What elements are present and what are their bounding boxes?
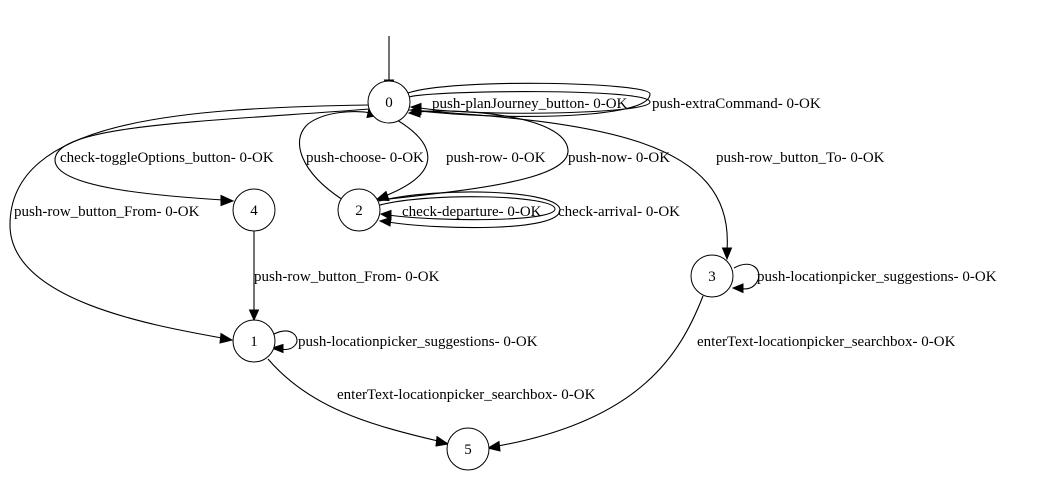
edge-label-0-1: push-row_button_From- 0-OK: [14, 204, 200, 220]
edge-0-2-row: push-row- 0-OK: [374, 119, 546, 202]
edge-2-2-arrival: check-arrival- 0-OK: [378, 191, 680, 229]
state-node-label: 1: [250, 334, 258, 350]
state-node-label: 2: [355, 203, 363, 219]
edge-2-2-departure: check-departure- 0-OK: [379, 196, 556, 221]
state-node-label: 4: [250, 203, 258, 219]
edge-label-0-0-planjourney: push-planJourney_button- 0-OK: [432, 96, 628, 112]
edge-3-3: push-locationpicker_suggestions- 0-OK: [731, 263, 997, 294]
edge-label-0-4: check-toggleOptions_button- 0-OK: [60, 150, 274, 166]
state-node-label: 0: [385, 95, 393, 111]
edge-label-2-0-choose: push-choose- 0-OK: [306, 150, 424, 166]
edge-3-5: enterText-locationpicker_searchbox- 0-OK: [486, 295, 956, 452]
state-node-1: 1: [232, 319, 276, 363]
edge-label-0-2-row: push-row- 0-OK: [446, 150, 546, 166]
edge-0-3: push-row_button_To- 0-OK: [408, 109, 885, 261]
edge-label-2-2-departure: check-departure- 0-OK: [402, 204, 542, 220]
state-node-0: 0: [367, 80, 411, 124]
state-node-4: 4: [232, 188, 276, 232]
state-node-label: 3: [708, 269, 716, 285]
edge-label-2-2-arrival: check-arrival- 0-OK: [558, 204, 680, 220]
state-node-2: 2: [337, 188, 381, 232]
state-node-label: 5: [464, 442, 472, 458]
edge-label-3-3: push-locationpicker_suggestions- 0-OK: [757, 269, 997, 285]
edge-label-3-5: enterText-locationpicker_searchbox- 0-OK: [697, 334, 956, 350]
edge-label-0-3: push-row_button_To- 0-OK: [716, 150, 885, 166]
edge-1-5: enterText-locationpicker_searchbox- 0-OK: [267, 358, 596, 447]
state-node-5: 5: [446, 427, 490, 471]
edge-1-1: push-locationpicker_suggestions- 0-OK: [270, 330, 538, 354]
edge-0-4: check-toggleOptions_button- 0-OK: [54, 108, 371, 207]
edge-2-0-now: push-now- 0-OK: [379, 106, 670, 201]
edge-4-1: push-row_button_From- 0-OK: [248, 230, 440, 322]
edge-label-4-1: push-row_button_From- 0-OK: [254, 269, 440, 285]
edge-0-0-planjourney: push-planJourney_button- 0-OK: [408, 91, 651, 114]
edge-label-1-1: push-locationpicker_suggestions- 0-OK: [298, 334, 538, 350]
edge-label-1-5: enterText-locationpicker_searchbox- 0-OK: [337, 387, 596, 403]
edge-label-2-0-now: push-now- 0-OK: [568, 150, 670, 166]
edge-label-0-0-extracommand: push-extraCommand- 0-OK: [652, 96, 821, 112]
state-node-3: 3: [690, 254, 734, 298]
edge-0-1: push-row_button_From- 0-OK: [9, 104, 370, 344]
